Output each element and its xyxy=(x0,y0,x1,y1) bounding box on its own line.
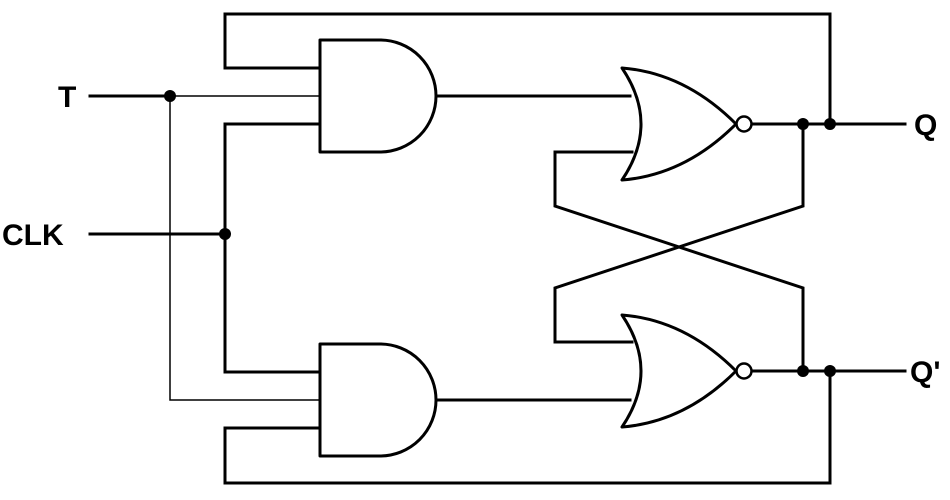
upper-nor-bubble xyxy=(735,115,753,133)
clk-to-upper-and-wire xyxy=(223,122,322,374)
q-bar-cross-feedback-wire xyxy=(553,150,805,373)
q-bar-output-label: Q' xyxy=(910,356,940,389)
q-cross-junction-dot xyxy=(797,118,809,130)
t-junction-dot xyxy=(164,90,176,102)
lower-nor-bubble xyxy=(735,362,753,380)
q-bar-cross-junction-dot xyxy=(797,365,809,377)
q-feedback-wire-top xyxy=(223,12,832,126)
q-cross-feedback-wire xyxy=(553,122,805,344)
q-bar-feedback-wire-bottom xyxy=(223,369,832,485)
q-feedback-junction-dot xyxy=(824,118,836,130)
upper-nor-gate xyxy=(620,66,738,182)
clk-junction-dot xyxy=(219,228,231,240)
q-output-label: Q xyxy=(914,109,937,142)
t-to-lower-and-wire xyxy=(169,96,320,401)
lower-and-gate xyxy=(318,342,438,458)
clk-input-label: CLK xyxy=(2,219,64,252)
q-bar-feedback-junction-dot xyxy=(824,365,836,377)
upper-and-gate xyxy=(318,38,438,154)
lower-nor-gate xyxy=(620,313,738,429)
t-input-label: T xyxy=(58,81,76,114)
